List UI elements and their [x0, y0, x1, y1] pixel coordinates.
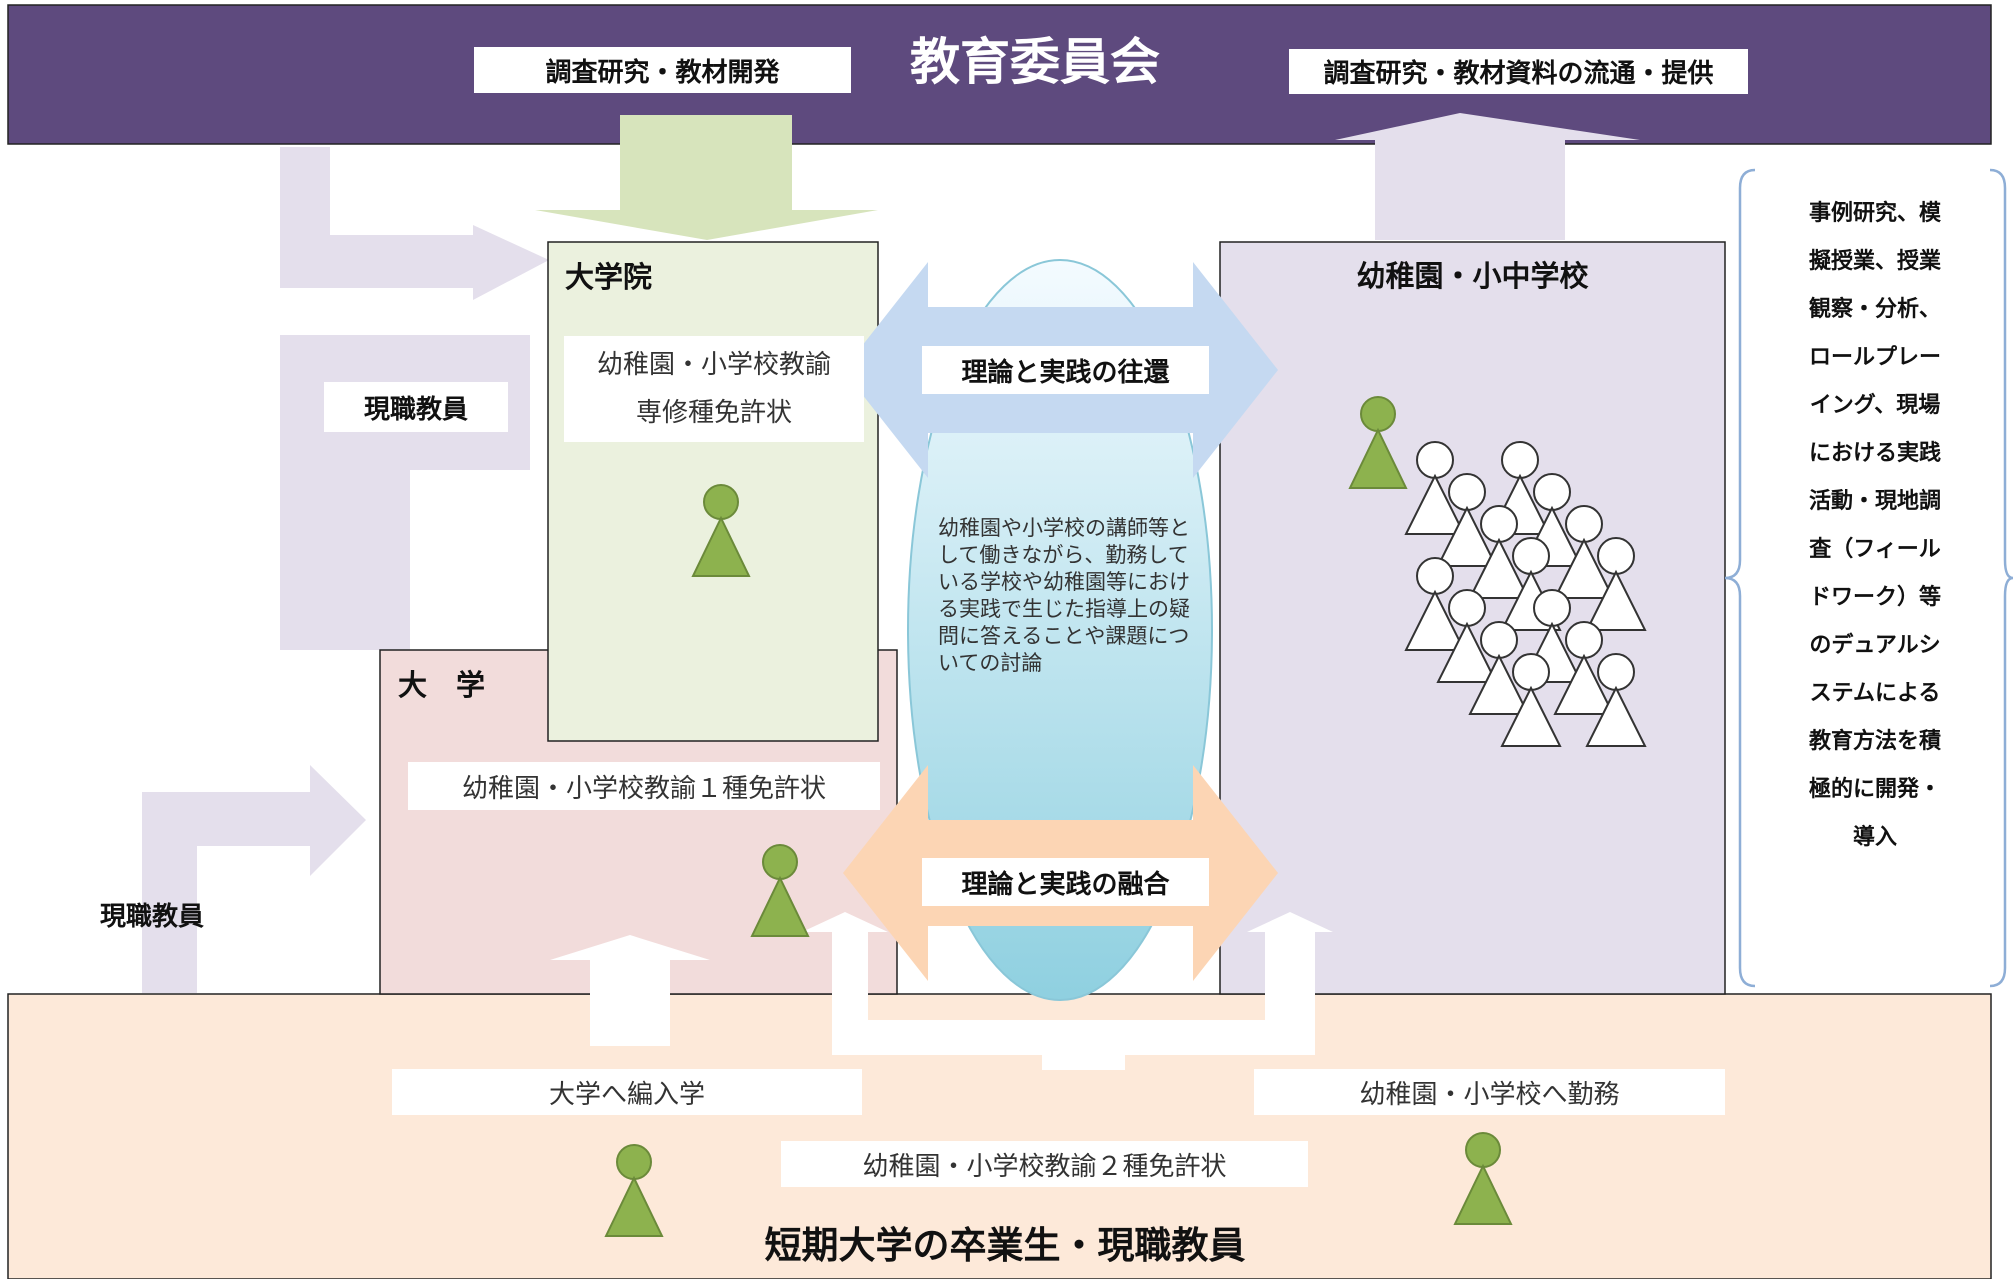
research-down-arrow — [535, 115, 878, 240]
schools-title: 幼稚園・小中学校 — [1356, 259, 1589, 293]
board-left-label: 調査研究・教材開発 — [474, 47, 851, 93]
side-note-line: 活動・現地調 — [1808, 489, 1941, 514]
student-icon — [1468, 621, 1530, 715]
side-note-line: のデュアルシ — [1809, 633, 1941, 658]
student-icon — [1468, 505, 1530, 599]
junior-college-title: 短期大学の卒業生・現職教員 — [764, 1224, 1246, 1267]
transfer-up-arrow — [550, 935, 710, 1046]
junior-college-license: 幼稚園・小学校教諭２種免許状 — [781, 1141, 1308, 1187]
board-right-label: 調査研究・教材資料の流通・提供 — [1289, 49, 1748, 94]
grad-school-license-line1: 幼稚園・小学校教諭 — [596, 350, 831, 380]
person-icon — [691, 484, 751, 577]
university-license: 幼稚園・小学校教諭１種免許状 — [408, 762, 880, 810]
side-note: 事例研究、模 擬授業、授業 観察・分析、 ロールプレー イング、現場 における実… — [1760, 190, 1990, 862]
side-note-line: イング、現場 — [1809, 393, 1941, 418]
side-note-line: 極的に開発・ — [1808, 777, 1941, 802]
student-icon — [1436, 589, 1498, 683]
in-service-arrow-to-grad-school — [280, 147, 549, 300]
students-crowd — [1404, 441, 1647, 747]
side-note-brace-right — [1989, 168, 2013, 988]
student-icon — [1436, 473, 1498, 567]
side-note-brace — [1724, 168, 1756, 988]
exchange-arrow-label: 理論と実践の往還 — [922, 346, 1209, 394]
side-note-line: 教育方法を積 — [1808, 729, 1941, 754]
side-note-line: ロールプレー — [1808, 345, 1941, 370]
side-note-line: 査（フィール — [1809, 537, 1941, 562]
work-branch-arrow — [802, 912, 1333, 1070]
transfer-label: 大学へ編入学 — [392, 1069, 862, 1115]
fusion-arrow-label: 理論と実践の融合 — [922, 858, 1209, 906]
person-icon — [604, 1144, 664, 1237]
student-icon — [1585, 537, 1647, 631]
side-note-line: 事例研究、模 — [1808, 201, 1941, 226]
side-note-line: 導入 — [1852, 825, 1897, 850]
grad-school-license-line2: 専修種免許状 — [635, 398, 792, 428]
grad-school-license: 幼稚園・小学校教諭 専修種免許状 — [564, 336, 864, 442]
in-service-arrow-to-university — [142, 765, 366, 993]
distribution-up-arrow — [1335, 113, 1640, 240]
discussion-ellipse — [907, 259, 1213, 1001]
student-icon — [1404, 441, 1466, 535]
student-icon — [1585, 653, 1647, 747]
person-icon — [1453, 1132, 1513, 1225]
student-icon — [1553, 621, 1615, 715]
board-title: 教育委員会 — [910, 33, 1160, 91]
person-icon — [1348, 396, 1408, 489]
in-service-teachers-lower: 現職教員 — [100, 902, 205, 932]
side-note-line: における実践 — [1808, 441, 1941, 466]
university-title: 大 学 — [398, 668, 486, 702]
person-icon — [750, 844, 810, 937]
student-icon — [1500, 653, 1562, 747]
discussion-text: 幼稚園や小学校の講師等として働きながら、勤務している学校や幼稚園等における実践で… — [938, 516, 1190, 675]
side-note-line: 観察・分析、 — [1808, 297, 1941, 322]
side-note-line: ドワーク）等 — [1808, 585, 1941, 610]
side-note-line: ステムによる — [1809, 681, 1941, 706]
student-icon — [1553, 505, 1615, 599]
in-service-teachers-upper: 現職教員 — [324, 382, 508, 432]
grad-school-title: 大学院 — [565, 260, 653, 294]
student-icon — [1404, 557, 1466, 651]
work-label: 幼稚園・小学校へ勤務 — [1254, 1069, 1725, 1115]
side-note-line: 擬授業、授業 — [1808, 249, 1941, 274]
